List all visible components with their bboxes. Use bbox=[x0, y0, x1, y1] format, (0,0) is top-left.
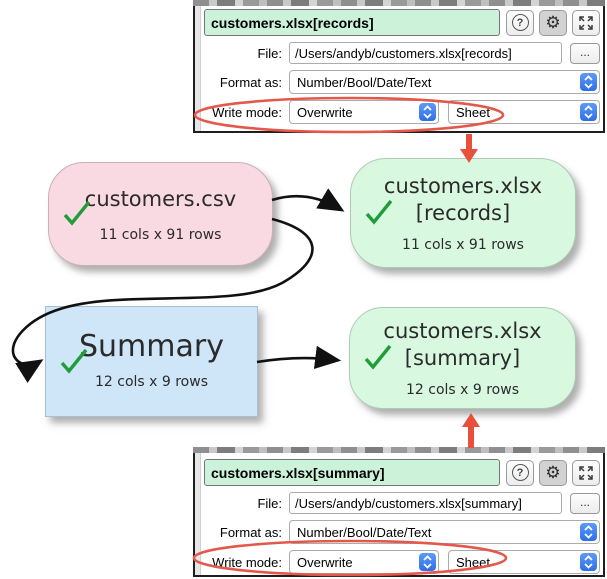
format-as-label: Format as: bbox=[219, 74, 282, 90]
browse-button[interactable]: ... bbox=[570, 492, 600, 514]
node-title-line2: [summary] bbox=[404, 346, 521, 370]
node-title-input[interactable] bbox=[204, 459, 500, 486]
stepper-icon[interactable] bbox=[419, 553, 436, 571]
write-mode-row: Write mode: Overwrite Sheet bbox=[204, 550, 600, 574]
torn-screenshot-edge bbox=[193, 0, 605, 6]
node-summary-transform[interactable]: Summary 12 cols x 9 rows bbox=[45, 306, 258, 417]
node-title: Summary bbox=[79, 329, 224, 364]
checkmark-icon bbox=[60, 348, 88, 374]
node-title-line1: customers.xlsx bbox=[383, 174, 543, 198]
format-as-select[interactable]: Number/Bool/Date/Text bbox=[289, 70, 600, 94]
write-target-select[interactable]: Sheet bbox=[448, 550, 600, 574]
write-mode-value: Overwrite bbox=[297, 104, 353, 120]
link-summary-to-out bbox=[256, 345, 342, 370]
write-mode-label: Write mode: bbox=[212, 104, 282, 120]
panel-title-row: ? ⚙ bbox=[204, 459, 600, 486]
format-as-select[interactable]: Number/Bool/Date/Text bbox=[289, 520, 600, 544]
browse-button[interactable]: ... bbox=[570, 42, 600, 64]
expand-icon bbox=[579, 15, 593, 30]
format-row: Format as: Number/Bool/Date/Text bbox=[204, 70, 600, 94]
file-row: File: ... bbox=[204, 42, 600, 64]
settings-button[interactable]: ⚙ bbox=[539, 459, 567, 486]
write-mode-select[interactable]: Overwrite bbox=[289, 550, 439, 574]
help-icon: ? bbox=[511, 14, 529, 31]
node-title-line2: [records] bbox=[415, 201, 511, 225]
help-icon: ? bbox=[511, 464, 529, 481]
node-customers-xlsx-records[interactable]: customers.xlsx [records] 11 cols x 91 ro… bbox=[350, 158, 576, 268]
checkmark-icon bbox=[364, 344, 392, 370]
file-path-input[interactable] bbox=[289, 42, 562, 64]
link-csv-to-records bbox=[271, 188, 345, 212]
file-path-input[interactable] bbox=[289, 492, 562, 514]
write-mode-row: Write mode: Overwrite Sheet bbox=[204, 100, 600, 124]
gear-icon: ⚙ bbox=[545, 13, 561, 32]
file-row: File: ... bbox=[204, 492, 600, 514]
stepper-icon[interactable] bbox=[580, 103, 597, 121]
node-customers-xlsx-summary[interactable]: customers.xlsx [summary] 12 cols x 9 row… bbox=[349, 307, 576, 409]
write-target-value: Sheet bbox=[456, 104, 490, 120]
node-stats: 12 cols x 9 rows bbox=[94, 374, 208, 390]
node-title: customers.csv bbox=[84, 186, 237, 211]
file-label: File: bbox=[257, 45, 282, 61]
write-mode-label: Write mode: bbox=[212, 554, 282, 570]
stepper-icon[interactable] bbox=[580, 73, 597, 91]
node-stats: 12 cols x 9 rows bbox=[405, 382, 519, 398]
expand-icon bbox=[579, 465, 593, 480]
torn-screenshot-edge bbox=[193, 447, 605, 453]
stepper-icon[interactable] bbox=[580, 523, 597, 541]
write-mode-select[interactable]: Overwrite bbox=[289, 100, 439, 124]
panel-title-row: ? ⚙ bbox=[204, 9, 600, 36]
write-target-select[interactable]: Sheet bbox=[448, 100, 600, 124]
settings-button[interactable]: ⚙ bbox=[539, 9, 567, 36]
summary-output-panel: ? ⚙ File: ... Format bbox=[193, 447, 605, 577]
help-button[interactable]: ? bbox=[506, 9, 534, 36]
node-customers-csv[interactable]: customers.csv 11 cols x 91 rows bbox=[48, 162, 273, 266]
format-as-value: Number/Bool/Date/Text bbox=[297, 74, 432, 90]
format-row: Format as: Number/Bool/Date/Text bbox=[204, 520, 600, 544]
file-label: File: bbox=[257, 495, 282, 511]
format-as-label: Format as: bbox=[219, 524, 282, 540]
help-button[interactable]: ? bbox=[506, 459, 534, 486]
expand-button[interactable] bbox=[572, 9, 600, 36]
expand-button[interactable] bbox=[572, 459, 600, 486]
annotation-arrow-up bbox=[462, 413, 480, 448]
node-title-line1: customers.xlsx bbox=[383, 319, 542, 343]
panel-left-gutter bbox=[195, 5, 201, 131]
node-stats: 11 cols x 91 rows bbox=[402, 237, 524, 253]
node-title-input[interactable] bbox=[204, 9, 500, 36]
checkmark-icon bbox=[63, 200, 91, 226]
format-as-value: Number/Bool/Date/Text bbox=[297, 524, 432, 540]
node-stats: 11 cols x 91 rows bbox=[99, 226, 222, 243]
checkmark-icon bbox=[365, 199, 393, 225]
stepper-icon[interactable] bbox=[419, 103, 436, 121]
stepper-icon[interactable] bbox=[580, 553, 597, 571]
write-target-value: Sheet bbox=[456, 554, 490, 570]
gear-icon: ⚙ bbox=[545, 463, 561, 482]
write-mode-value: Overwrite bbox=[297, 554, 353, 570]
records-output-panel: ? ⚙ File: ... Format bbox=[193, 0, 605, 133]
panel-left-gutter bbox=[195, 452, 201, 575]
